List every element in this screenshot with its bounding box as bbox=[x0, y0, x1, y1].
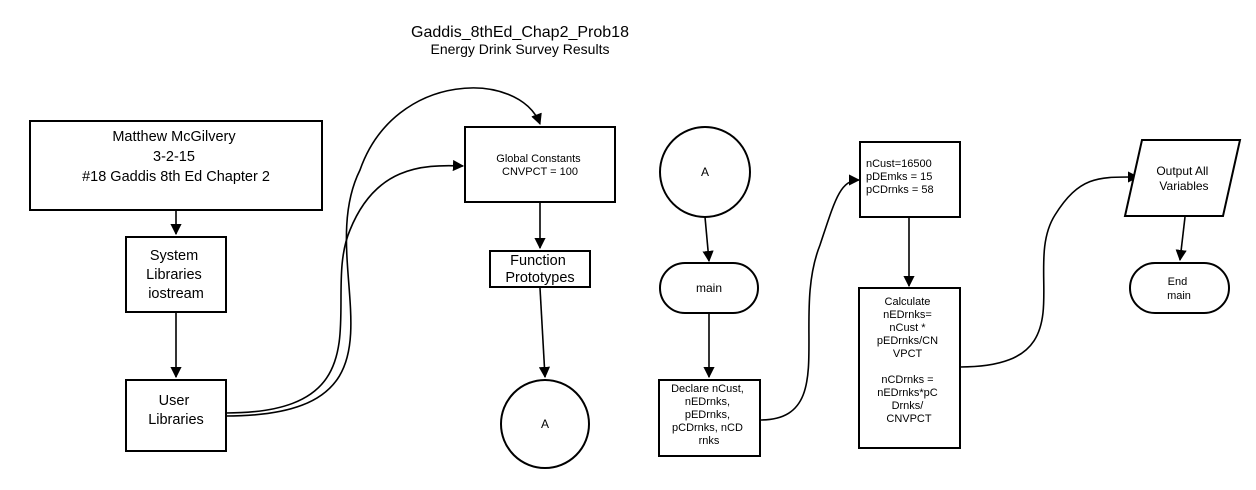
function-prototypes-box: Function Prototypes bbox=[489, 250, 591, 288]
user-libraries-text: User Libraries bbox=[148, 393, 204, 428]
edge-prototypes-to-connector-a bbox=[538, 287, 551, 379]
connector-a-in-label: A bbox=[701, 165, 709, 179]
connector-a-in: A bbox=[659, 126, 751, 218]
assign-box: nCust=16500 pDEmks = 15 pCDrnks = 58 bbox=[859, 141, 961, 218]
connector-a-out-label: A bbox=[541, 417, 549, 431]
edge-user-libraries-to-global-top bbox=[225, 87, 542, 417]
calculate-text: Calculate nEDrnks= nCust * pEDrnks/CN VP… bbox=[877, 296, 941, 425]
global-constants-text: Global Constants CNVPCT = 100 bbox=[496, 153, 583, 178]
main-start-terminator: main bbox=[659, 262, 759, 314]
system-libraries-box: System Libraries iostream bbox=[125, 236, 227, 313]
global-constants-box: Global Constants CNVPCT = 100 bbox=[464, 126, 616, 203]
header-text: Matthew McGilvery 3-2-15 #18 Gaddis 8th … bbox=[82, 129, 270, 185]
connector-a-out: A bbox=[500, 379, 590, 469]
end-main-terminator: End main bbox=[1129, 262, 1230, 314]
edge-output-to-end-main bbox=[1175, 216, 1187, 262]
system-libraries-text: System Libraries iostream bbox=[146, 248, 206, 302]
output-parallelogram: Output All Variables bbox=[1123, 139, 1242, 217]
edge-declare-to-assign bbox=[759, 174, 861, 421]
edge-calculate-to-output bbox=[959, 171, 1140, 368]
output-text: Output All Variables bbox=[1156, 164, 1211, 193]
diagram-subtitle: Energy Drink Survey Results bbox=[431, 41, 610, 57]
diagram-title: Gaddis_8thEd_Chap2_Prob18 bbox=[411, 24, 629, 41]
declare-box: Declare nCust, nEDrnks, pEDrnks, pCDrnks… bbox=[658, 379, 761, 457]
main-start-text: main bbox=[696, 281, 722, 295]
assign-text: nCust=16500 pDEmks = 15 pCDrnks = 58 bbox=[866, 158, 935, 196]
declare-text: Declare nCust, nEDrnks, pEDrnks, pCDrnks… bbox=[671, 383, 747, 447]
user-libraries-box: User Libraries bbox=[125, 379, 227, 452]
calculate-box: Calculate nEDrnks= nCust * pEDrnks/CN VP… bbox=[858, 287, 961, 449]
edge-user-libraries-to-global-side bbox=[225, 159, 465, 414]
edge-connector-a-to-main bbox=[702, 216, 714, 263]
header-box: Matthew McGilvery 3-2-15 #18 Gaddis 8th … bbox=[29, 120, 323, 211]
function-prototypes-text: Function Prototypes bbox=[505, 253, 574, 286]
end-main-text: End main bbox=[1167, 276, 1191, 302]
